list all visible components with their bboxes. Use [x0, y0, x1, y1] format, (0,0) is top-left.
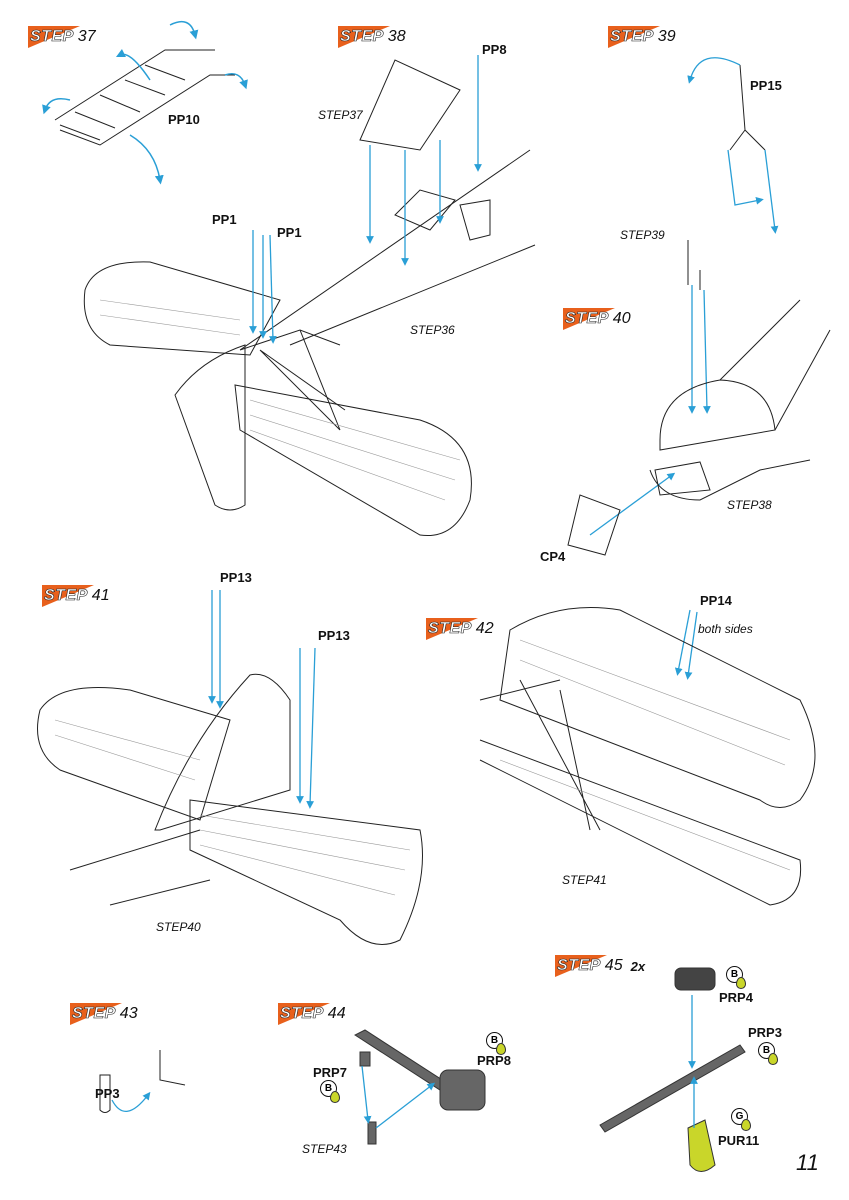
step-word: STEP [565, 310, 609, 328]
step-number: 39 [657, 28, 676, 45]
step-number: 40 [612, 310, 631, 327]
part-label-pp10: PP10 [168, 112, 200, 127]
part-label-pp8: PP8 [482, 42, 507, 57]
step40-aircraft-drawing [37, 673, 423, 945]
prp8-machine-gun [353, 1029, 486, 1145]
part-label-pp13: PP13 [220, 570, 252, 585]
ref-step43: STEP43 [302, 1142, 347, 1156]
step-word: STEP [610, 28, 654, 46]
paint-marker-prp3: B [758, 1042, 778, 1065]
ref-step38: STEP38 [727, 498, 772, 512]
ref-step41: STEP41 [562, 873, 607, 887]
pp10-ladder-part [54, 49, 235, 146]
step-word: STEP [44, 587, 88, 605]
pp3-part [99, 1050, 186, 1113]
step41-aircraft-drawing [479, 607, 816, 906]
paint-marker-prp7: B [320, 1080, 340, 1103]
step-word: STEP [557, 957, 601, 975]
ref-step37: STEP37 [318, 108, 363, 122]
part-label-pur11: PUR11 [718, 1133, 760, 1148]
step-number: 43 [119, 1005, 138, 1022]
step-number: 38 [387, 28, 406, 45]
part-label-prp7: PRP7 [313, 1065, 347, 1080]
note-both-sides: both sides [698, 622, 753, 636]
part-label-pp1: PP1 [212, 212, 237, 227]
step-number: 37 [77, 28, 96, 45]
step36-aircraft-drawing [83, 59, 536, 537]
prp3-machine-gun [599, 967, 746, 1172]
step-word: STEP [30, 28, 74, 46]
step-word: STEP [280, 1005, 324, 1023]
part-label-pp13: PP13 [318, 628, 350, 643]
quantity-label: 2x [630, 958, 646, 974]
part-label-prp8: PRP8 [477, 1053, 511, 1068]
step-number: 42 [475, 620, 494, 637]
ref-step36: STEP36 [410, 323, 455, 337]
step-number: 45 [604, 957, 623, 974]
part-label-pp3: PP3 [95, 1086, 120, 1101]
step-number: 44 [327, 1005, 346, 1022]
pp15-part [687, 64, 766, 290]
ref-step39: STEP39 [620, 228, 665, 242]
part-label-prp3: PRP3 [748, 1025, 782, 1040]
step-number: 41 [91, 587, 110, 604]
part-label-pp15: PP15 [750, 78, 782, 93]
paint-marker-pur11: G [731, 1108, 751, 1131]
step-word: STEP [428, 620, 472, 638]
step-word: STEP [340, 28, 384, 46]
part-label-prp4: PRP4 [719, 990, 753, 1005]
step-word: STEP [72, 1005, 116, 1023]
page-number: 11 [796, 1150, 819, 1175]
paint-marker-prp4: B [726, 966, 746, 989]
part-label-pp14: PP14 [700, 593, 732, 608]
step38-fuselage-drawing [567, 299, 831, 556]
ref-step40: STEP40 [156, 920, 201, 934]
part-label-cp4: CP4 [540, 549, 566, 564]
paint-marker-prp8: B [486, 1032, 506, 1055]
part-label-pp1: PP1 [277, 225, 302, 240]
